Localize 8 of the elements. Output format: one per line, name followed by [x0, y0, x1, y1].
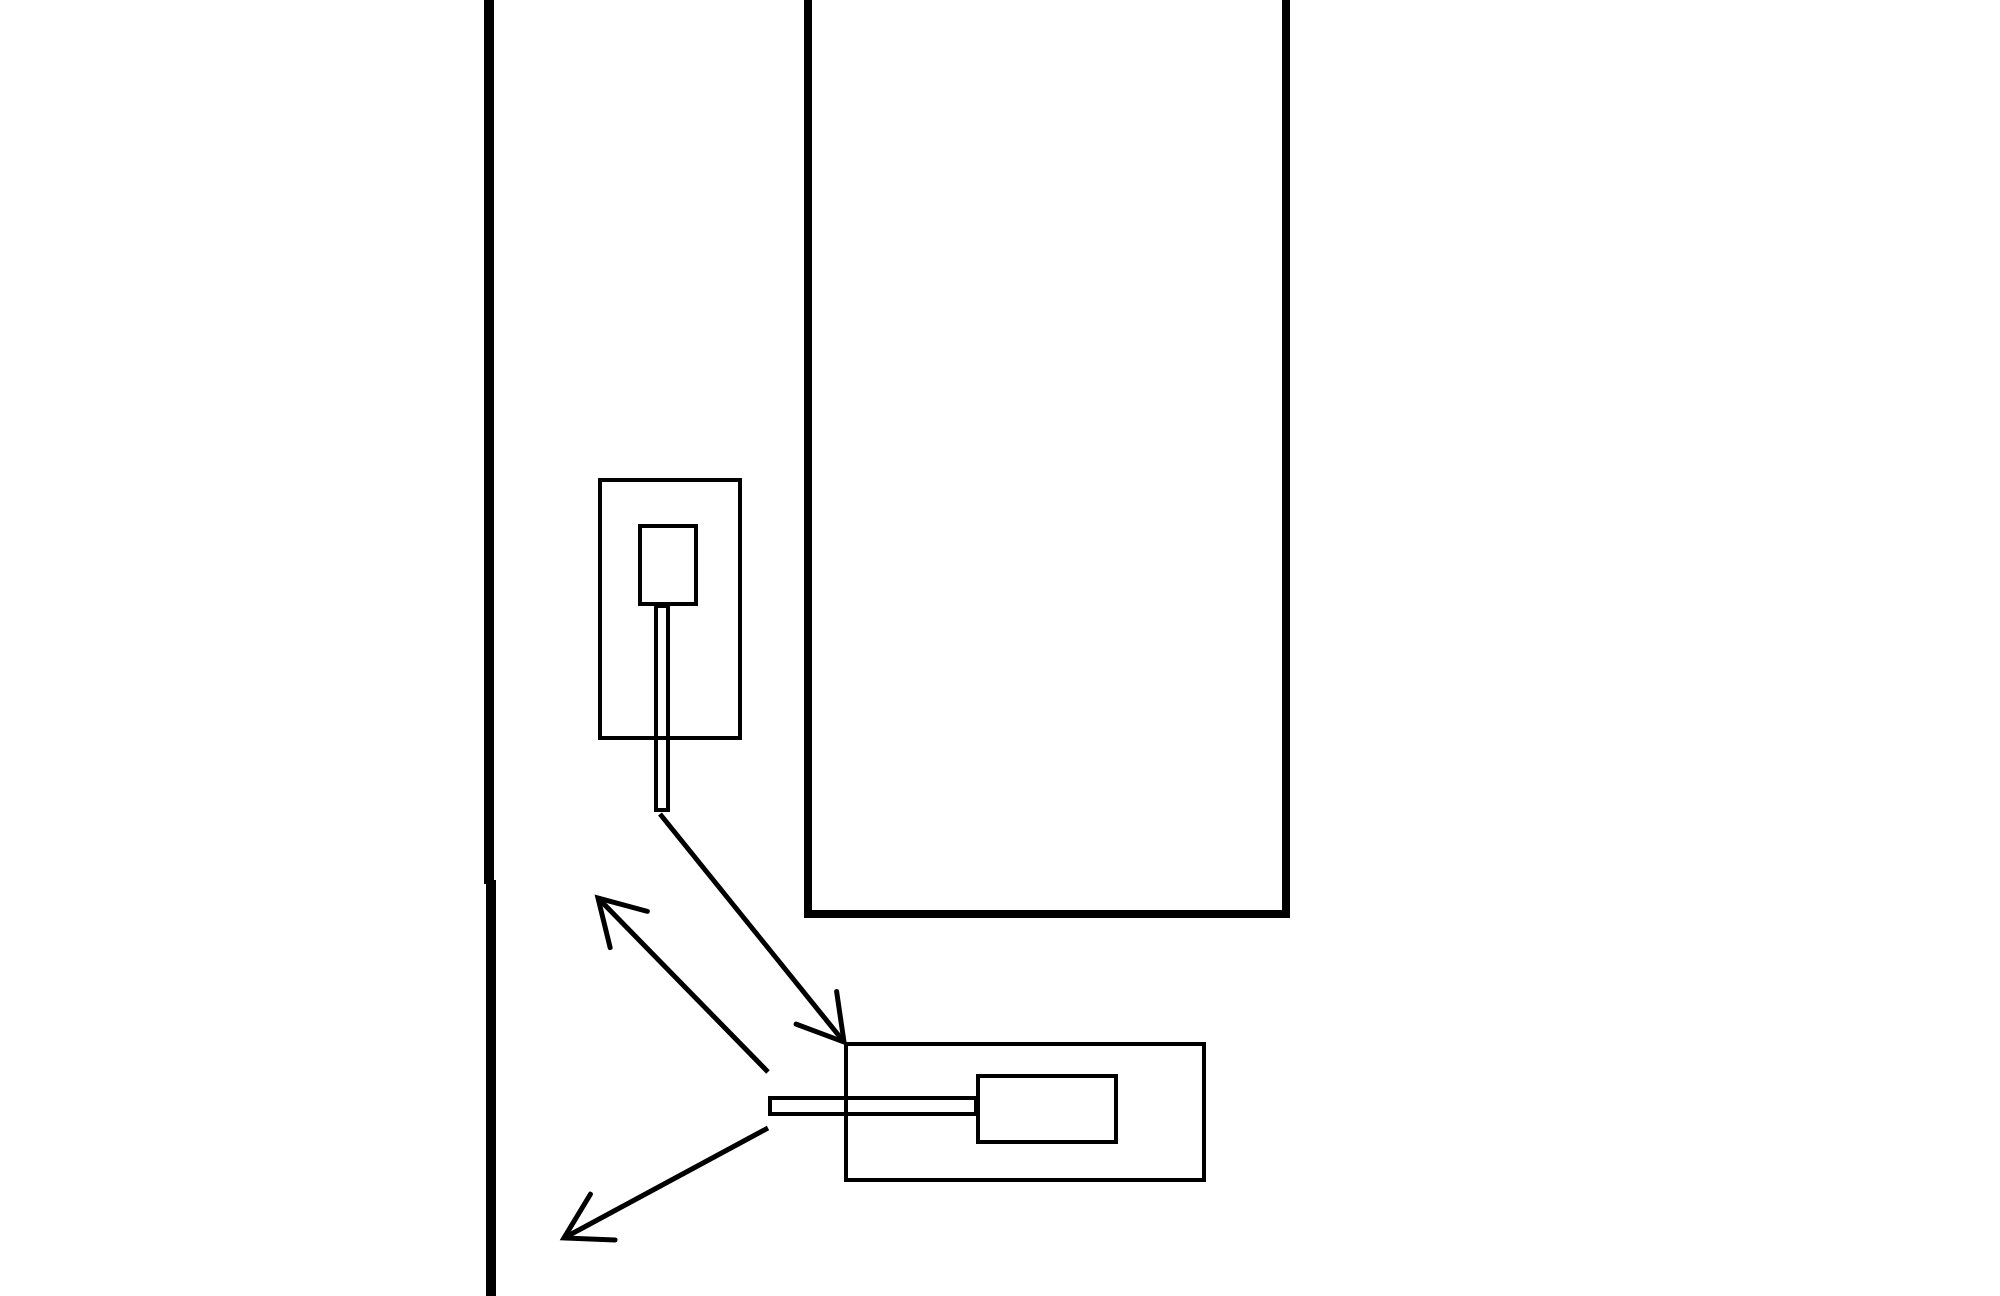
- device-outline: [598, 478, 742, 814]
- arrow: [595, 895, 770, 1074]
- inner-block: [976, 1074, 1118, 1144]
- arrow: [561, 1125, 770, 1243]
- arrow: [658, 812, 847, 1045]
- large-block-outline: [804, 0, 1290, 918]
- device-outline: [768, 1042, 1206, 1182]
- inner-block: [638, 524, 698, 606]
